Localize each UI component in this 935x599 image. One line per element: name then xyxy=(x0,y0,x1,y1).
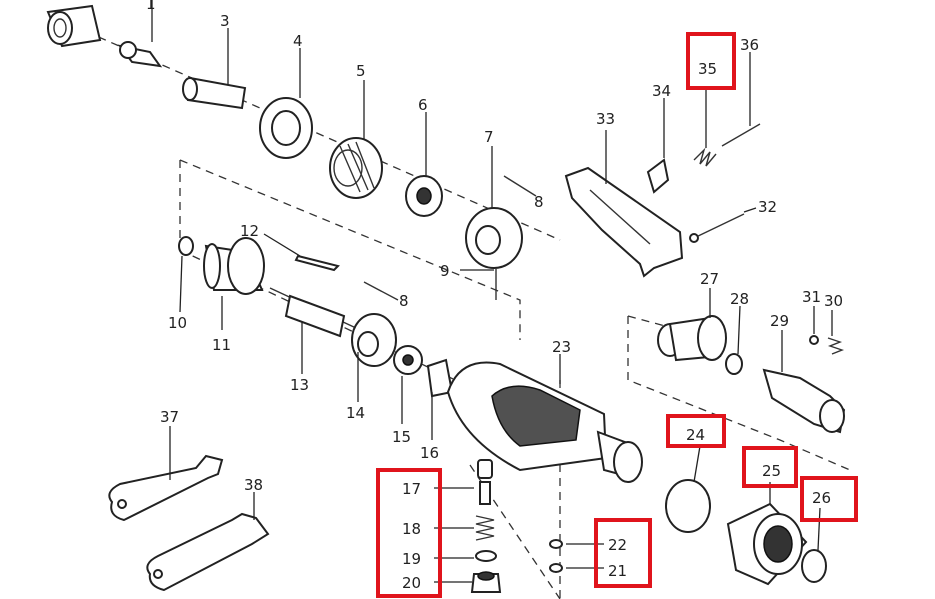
highlight-box-22-21 xyxy=(594,518,652,588)
part-pin-8-lower xyxy=(363,281,399,301)
label-6: 6 xyxy=(418,96,428,114)
label-24: 24 xyxy=(686,426,705,444)
part-wrench-38 xyxy=(146,512,270,592)
part-lock-ring xyxy=(259,97,313,159)
label-29: 29 xyxy=(770,312,789,330)
highlight-boxes xyxy=(376,32,858,598)
part-end-plate-7 xyxy=(465,207,523,269)
label-33: 33 xyxy=(596,110,615,128)
part-spring-18 xyxy=(475,515,495,541)
label-35: 35 xyxy=(698,60,717,78)
label-1: 1 xyxy=(146,0,156,13)
highlight-box-25 xyxy=(742,446,798,488)
label-10: 10 xyxy=(168,314,187,332)
part-clip-34 xyxy=(646,158,670,194)
part-collet xyxy=(182,76,247,110)
label-9: 9 xyxy=(440,262,450,280)
label-36: 36 xyxy=(740,36,759,54)
highlight-box-35 xyxy=(686,32,736,90)
label-37: 37 xyxy=(160,408,179,426)
part-inlet-29 xyxy=(762,368,846,434)
part-spring-35 xyxy=(693,147,717,167)
label-13: 13 xyxy=(290,376,309,394)
part-nut-25 xyxy=(726,502,808,586)
label-3: 3 xyxy=(220,12,230,30)
highlight-box-17-20 xyxy=(376,468,442,598)
part-spring-30 xyxy=(827,337,845,355)
part-pin-32 xyxy=(689,213,745,243)
part-bearing-15 xyxy=(393,345,423,375)
label-7: 7 xyxy=(484,128,494,146)
label-32: 32 xyxy=(758,198,777,216)
part-ring-10 xyxy=(178,236,194,256)
label-20: 20 xyxy=(402,574,421,592)
part-washer-28 xyxy=(725,353,743,375)
label-8b: 8 xyxy=(399,292,409,310)
label-21: 21 xyxy=(608,562,627,580)
label-30: 30 xyxy=(824,292,843,310)
part-pin-36 xyxy=(721,123,761,147)
part-valve-17 xyxy=(477,459,493,505)
label-27: 27 xyxy=(700,270,719,288)
label-18: 18 xyxy=(402,520,421,538)
part-rotor-13 xyxy=(269,287,357,338)
label-26: 26 xyxy=(812,489,831,507)
label-5: 5 xyxy=(356,62,366,80)
part-end-plate-14 xyxy=(351,313,397,367)
part-washer-19 xyxy=(475,550,497,562)
label-28: 28 xyxy=(730,290,749,308)
part-pin-8-upper xyxy=(503,175,537,197)
label-23: 23 xyxy=(552,338,571,356)
part-collet-nut xyxy=(46,4,163,68)
part-circlip-26 xyxy=(801,549,827,583)
label-8a: 8 xyxy=(534,193,544,211)
label-25: 25 xyxy=(762,462,781,480)
label-14: 14 xyxy=(346,404,365,422)
part-cap-20 xyxy=(470,571,502,593)
part-housing-23 xyxy=(446,361,643,483)
part-ball-31 xyxy=(809,335,819,345)
part-o-ring-24 xyxy=(665,479,711,533)
part-washer-21 xyxy=(549,563,563,573)
part-blade-12 xyxy=(294,254,340,272)
label-38: 38 xyxy=(244,476,263,494)
label-12: 12 xyxy=(240,222,259,240)
label-17: 17 xyxy=(402,480,421,498)
label-19: 19 xyxy=(402,550,421,568)
part-wrench-37 xyxy=(108,454,224,522)
part-bearing-6 xyxy=(405,175,443,217)
label-22: 22 xyxy=(608,536,627,554)
label-16: 16 xyxy=(420,444,439,462)
part-washer-22 xyxy=(549,539,563,549)
part-gear xyxy=(329,137,383,199)
part-valve-body-27 xyxy=(657,315,727,362)
highlight-box-26 xyxy=(800,476,858,522)
part-cylinder-11 xyxy=(203,237,265,295)
part-lever-33 xyxy=(564,166,684,278)
assembly-guide-lines xyxy=(59,19,851,599)
label-15: 15 xyxy=(392,428,411,446)
label-11: 11 xyxy=(212,336,231,354)
label-34: 34 xyxy=(652,82,671,100)
label-31: 31 xyxy=(802,288,821,306)
highlight-box-24 xyxy=(666,414,726,448)
label-4: 4 xyxy=(293,32,303,50)
